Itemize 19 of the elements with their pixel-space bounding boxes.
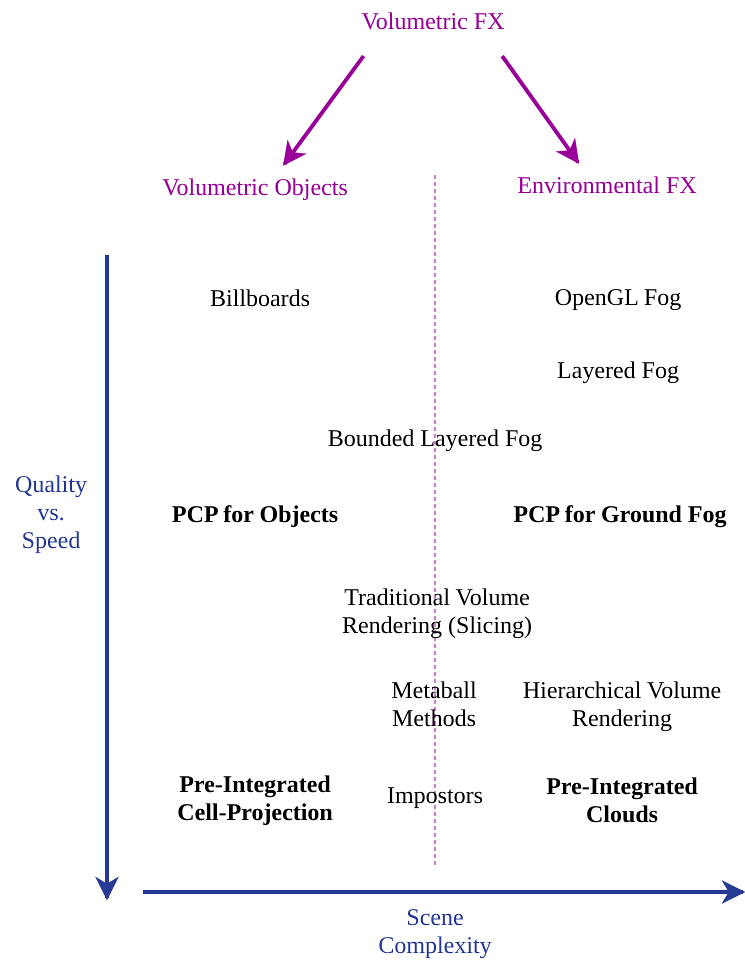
axis-label: Scene Complexity: [377, 904, 493, 960]
arrow: [500, 54, 580, 164]
axis-label: Quality vs. Speed: [14, 471, 88, 555]
technique-name: Traditional Volume Rendering (Slicing): [341, 584, 533, 640]
technique-name: Pre-Integrated Cell-Projection: [176, 771, 334, 827]
layer-name: Layered Fog: [556, 357, 680, 385]
arrow: [282, 54, 366, 166]
layer-name: Billboards: [209, 285, 311, 313]
layer-name: OpenGL Fog: [554, 284, 682, 312]
technique-name: PCP for Ground Fog: [512, 501, 728, 529]
category-label: Volumetric Objects: [162, 174, 348, 202]
technique-name: Impostors: [386, 782, 484, 810]
technique-name: Hierarchical Volume Rendering: [522, 677, 722, 733]
technique-name: Pre-Integrated Clouds: [545, 773, 699, 829]
technique-name: Metaball Methods: [390, 677, 478, 733]
technique-name: PCP for Objects: [170, 501, 340, 529]
technique-name: Bounded Layered Fog: [326, 425, 544, 453]
category-label: Environmental FX: [517, 172, 697, 200]
category-label: Volumetric FX: [362, 8, 504, 36]
